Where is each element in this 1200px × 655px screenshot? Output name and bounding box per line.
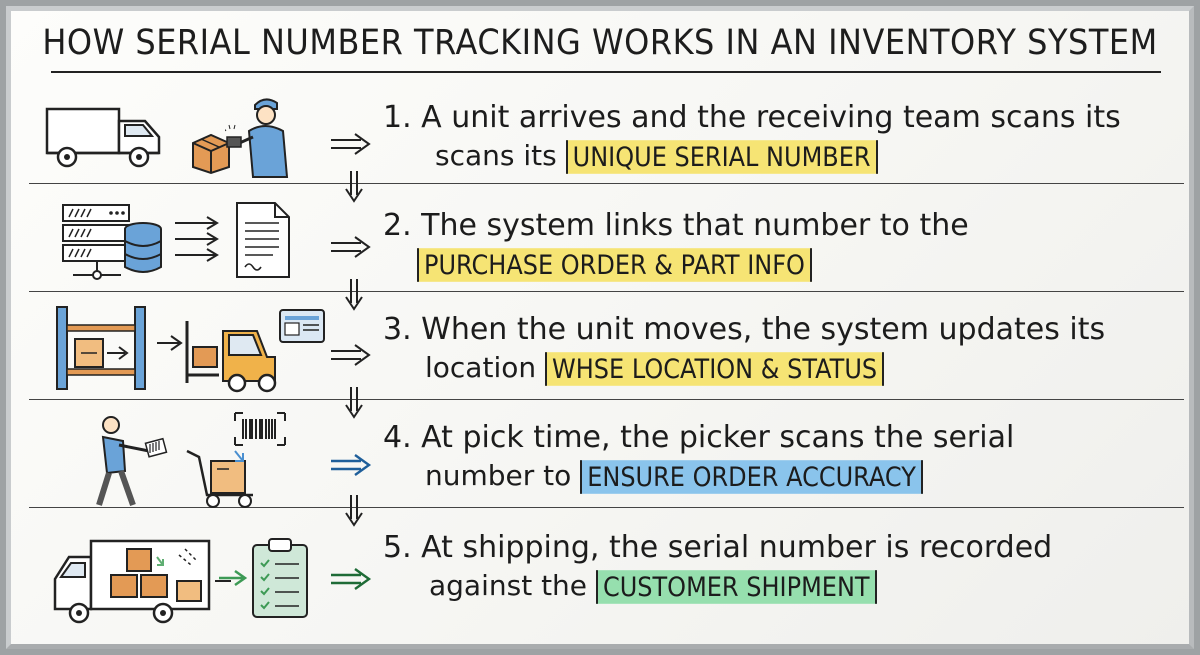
step-text: 5. At shipping, the serial number is rec… [383,530,1053,565]
document-icon [236,202,290,278]
picker-person-icon [96,416,168,506]
row-divider [29,291,1184,292]
down-arrow-icon [345,387,363,419]
step-subline: scans its UNIQUE SERIAL NUMBER [383,137,1121,175]
right-arrow-icon [331,454,372,476]
move-arrow-icon [157,335,183,351]
down-arrow-icon [345,171,363,203]
step-subline: PURCHASE ORDER & PART INFO [383,245,969,283]
row-divider [29,507,1184,508]
worker-with-barcode-scanner-icon [225,98,289,178]
step-4: 4. At pick time, the picker scans the se… [383,419,1014,495]
row-divider [29,183,1184,184]
barcode-icon [234,412,286,446]
hand-cart-icon [186,449,253,508]
monitor-screen-icon [279,309,325,343]
step-text: 2. The system links that number to the [383,208,969,243]
whiteboard: HOW SERIAL NUMBER TRACKING WORKS IN AN I… [6,6,1194,649]
warehouse-shelf-icon [56,306,146,390]
step-text-prefix: location [425,351,537,384]
delivery-truck-icon [45,107,161,168]
step-3: 3. When the unit moves, the system updat… [383,311,1105,387]
data-flow-arrows-icon [175,216,219,262]
step-subline: number to ENSURE ORDER ACCURACY [383,457,1014,495]
step-subline: against the CUSTOMER SHIPMENT [383,567,1052,605]
step-text-prefix: scans its [435,139,557,172]
step-5: 5. At shipping, the serial number is rec… [383,529,1052,605]
step-text-prefix: against the [429,569,588,602]
highlight-label: ENSURE ORDER ACCURACY [580,460,923,494]
step-subline: location WHSE LOCATION & STATUS [383,349,1105,387]
row-divider [29,399,1184,400]
title-underline [51,71,1161,73]
forklift-icon [185,321,277,393]
highlight-label: UNIQUE SERIAL NUMBER [565,140,878,174]
step-text-prefix: number to [425,459,572,492]
loaded-truck-icon [53,539,231,624]
right-arrow-icon [331,133,371,155]
highlight-label: PURCHASE ORDER & PART INFO [417,248,812,282]
package-box-icon [192,133,230,175]
server-rack-icon [62,204,130,280]
handoff-arrow-icon [219,569,248,587]
highlight-label: WHSE LOCATION & STATUS [545,352,885,386]
right-arrow-icon [331,344,371,366]
highlight-label: CUSTOMER SHIPMENT [595,570,877,604]
down-arrow-icon [345,279,363,311]
step-text: 4. At pick time, the picker scans the se… [383,420,1015,455]
right-arrow-icon [331,568,372,590]
database-icon [124,222,162,273]
right-arrow-icon [331,236,371,258]
clipboard-checklist-icon [252,538,308,618]
step-text: 1. A unit arrives and the receiving team… [383,100,1121,135]
down-arrow-icon [345,495,363,527]
step-2: 2. The system links that number to the P… [383,207,969,283]
page-title: HOW SERIAL NUMBER TRACKING WORKS IN AN I… [42,21,1158,63]
step-1: 1. A unit arrives and the receiving team… [383,99,1121,175]
step-text: 3. When the unit moves, the system updat… [383,312,1106,347]
